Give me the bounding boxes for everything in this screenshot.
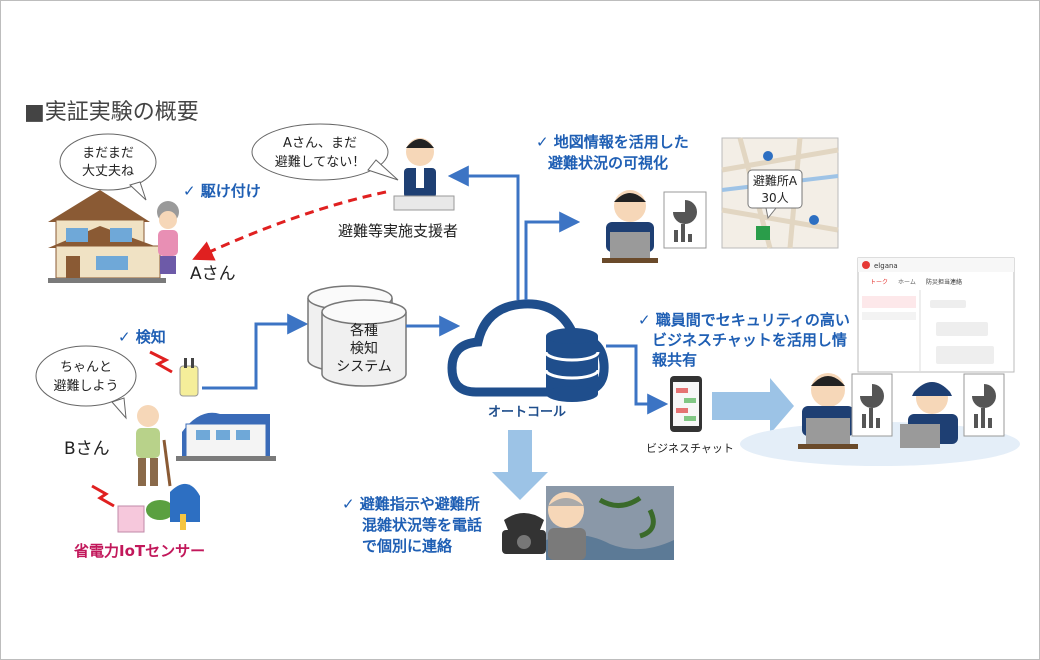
sensor-to-system-arrow — [202, 313, 309, 390]
chat-ui-logo: elgana — [874, 262, 898, 270]
label-b-san: Bさん — [64, 439, 110, 459]
label-kenchi: ✓ 検知 — [118, 328, 166, 346]
speech-bubble-supporter: Aさん、まだ 避難してない！ — [251, 123, 399, 181]
firefighter-laptop-icon — [900, 382, 958, 448]
map-heading-line-2: 避難状況の可視化 — [548, 154, 668, 172]
resident-b-elderly-man-icon — [136, 405, 172, 487]
map-callout-line-2: 30人 — [761, 191, 788, 205]
autocall-cloud-icon — [447, 299, 609, 397]
phone-heading-line-1: ✓ 避難指示や避難所 — [342, 495, 480, 513]
supporter-with-phone-icon — [393, 138, 455, 211]
system-line-2: 検知 — [350, 340, 378, 357]
iot-sensor-devices-icon — [91, 483, 200, 533]
motion-sensor-icon — [149, 350, 199, 397]
autocall-to-supporter-arrow — [447, 165, 520, 300]
label-iot-sensor: 省電力IoTセンサー — [73, 542, 205, 560]
resident-a-elderly-woman-icon — [157, 201, 179, 274]
detection-system-database-icon: 各種 検知 システム — [307, 285, 407, 387]
chat-to-staff-arrow — [712, 378, 794, 434]
smartphone-chat-icon — [670, 376, 702, 432]
label-autocall: オートコール — [488, 405, 566, 420]
desk-telephone-icon — [502, 513, 546, 554]
chat-heading-line-2: ビジネスチャットを活用し情 — [652, 331, 847, 349]
label-a-san: Aさん — [190, 264, 236, 284]
staff-member-laptop-icon — [798, 373, 858, 449]
speech-bubble-a: まだまだ 大丈夫ね — [59, 133, 157, 201]
house-b-illustration — [176, 412, 276, 461]
autocall-to-phone-arrow — [492, 430, 548, 500]
bubble-supporter-line-2: 避難してない！ — [275, 155, 366, 170]
autocall-database-icon — [544, 328, 600, 402]
system-line-3: システム — [336, 359, 392, 375]
bubble-a-line-2: 大丈夫ね — [82, 164, 134, 179]
dispatch-dashed-arrow — [192, 190, 387, 261]
chat-ui-tab-home: ホーム — [898, 279, 916, 286]
label-supporter: 避難等実施支援者 — [338, 222, 458, 240]
bubble-supporter-line-1: Aさん、まだ — [283, 136, 357, 151]
phone-heading-line-3: で個別に連絡 — [362, 537, 453, 555]
bubble-b-line-2: 避難しよう — [53, 379, 118, 394]
bubble-a-line-1: まだまだ — [82, 146, 134, 161]
house-a-illustration — [48, 190, 166, 283]
chat-ui-room-name: 防災担当連絡 — [926, 278, 962, 286]
business-chat-screen-icon: elgana トーク ホーム 防災担当連絡 — [857, 257, 1015, 373]
chat-heading-line-1: ✓ 職員間でセキュリティの高い — [638, 311, 850, 329]
chart-document-icon — [663, 191, 707, 249]
bubble-b-line-1: ちゃんと — [60, 360, 112, 375]
label-kaketsuke: ✓ 駆け付け — [183, 182, 261, 200]
chat-ui-tab-talk: トーク — [870, 279, 888, 286]
operator-at-laptop-icon — [602, 190, 658, 263]
autocall-to-map-arrow — [524, 211, 581, 300]
system-line-1: 各種 — [350, 323, 378, 339]
map-heading-line-1: ✓ 地図情報を活用した — [536, 133, 689, 151]
slide-title: ■実証実験の概要 — [24, 100, 199, 125]
firefighter-chart-document-icon — [963, 373, 1005, 437]
phone-heading-line-2: 混雑状況等を電話 — [362, 516, 482, 534]
autocall-to-chat-arrow — [606, 344, 669, 415]
map-callout-line-1: 避難所A — [753, 173, 798, 188]
chat-heading-line-3: 報共有 — [652, 351, 697, 369]
evacuation-map-icon: 避難所A 30人 — [721, 137, 839, 249]
storm-elderly-person-icon — [546, 486, 674, 560]
staff-chart-document-icon — [851, 373, 893, 437]
label-business-chat: ビジネスチャット — [646, 442, 734, 455]
speech-bubble-b: ちゃんと 避難しよう — [35, 345, 137, 420]
